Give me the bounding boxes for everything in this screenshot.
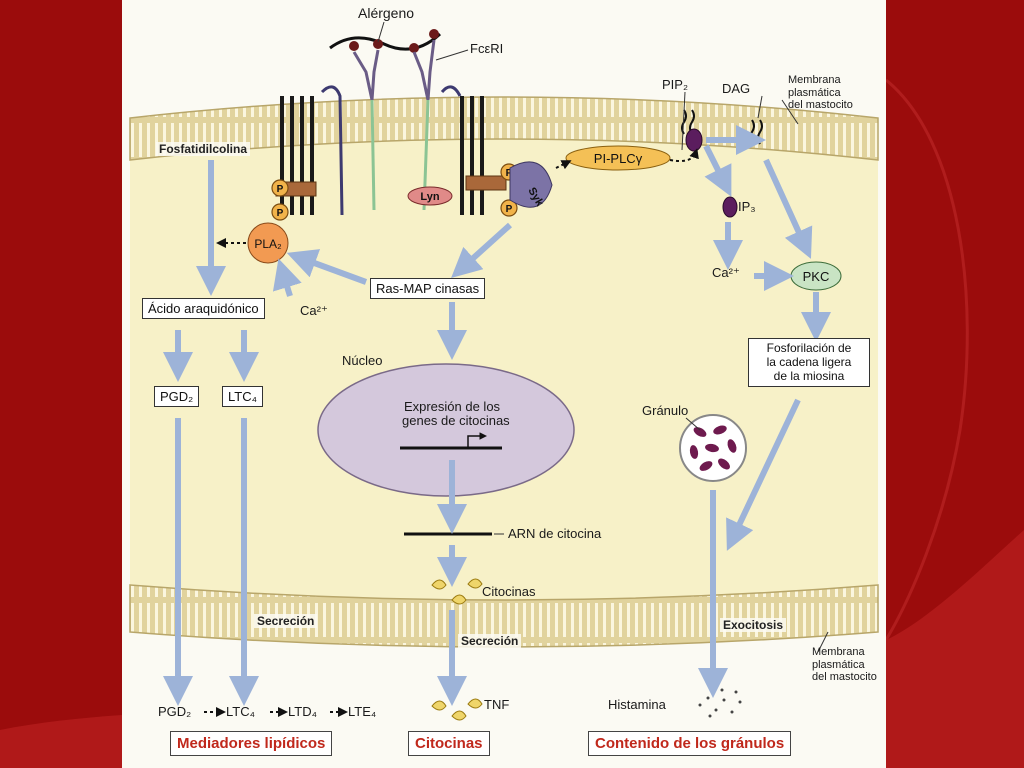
pgd2-box: PGD₂ xyxy=(154,386,200,407)
tnf-label: TNF xyxy=(484,697,510,712)
itam-block-right xyxy=(465,175,507,191)
membrane-top-line-2: plasmática xyxy=(788,86,841,99)
ip3-icon xyxy=(722,196,738,218)
svg-text:PKC: PKC xyxy=(803,269,830,284)
mediadores-lipidicos-box: Mediadores lipídicos xyxy=(170,731,333,756)
expresion-label: Expresión de los genes de citocinas xyxy=(402,399,510,429)
histamina-label: Histamina xyxy=(608,697,666,712)
ca-left-label: Ca²⁺ xyxy=(300,303,328,318)
ip3-label: IP₃ xyxy=(738,199,756,214)
citocinas-output-box: Citocinas xyxy=(408,731,490,756)
nucleo-label: Núcleo xyxy=(342,353,383,368)
ltc4-box: LTC₄ xyxy=(222,386,263,407)
pointer-lines xyxy=(377,21,829,653)
cytokine-icons xyxy=(431,578,483,721)
membrane-bottom-line-2: plasmática xyxy=(812,658,865,671)
secrecion-mid-label: Secreción xyxy=(458,634,522,648)
nucleus xyxy=(317,363,575,497)
svg-text:PI-PLCγ: PI-PLCγ xyxy=(594,151,643,166)
fosfatidilcolina-label: Fosfatidilcolina xyxy=(156,142,251,156)
lte4-output-label: LTE₄ xyxy=(348,704,377,719)
fosforilacion-box: Fosforilación de la cadena ligera de la … xyxy=(748,338,870,388)
granule-icon xyxy=(679,414,747,482)
svg-text:P: P xyxy=(506,168,513,179)
svg-text:P: P xyxy=(506,204,513,215)
phospho-p-labels: P P P P xyxy=(277,168,513,219)
bottom-membrane xyxy=(129,584,879,648)
citocinas-label: Citocinas xyxy=(482,584,536,599)
diagram-drawing: P P P P Syk Lyn PI-PLCγ PLA₂ PKC xyxy=(129,21,879,721)
arn-label: ARN de citocina xyxy=(508,526,602,541)
pla2-icon xyxy=(247,222,289,264)
syk-icon xyxy=(509,161,553,208)
ltc4-output-label: LTC₄ xyxy=(226,704,255,719)
fceri-label: FcεRI xyxy=(470,41,504,56)
acido-araquidonico-box: Ácido araquidónico xyxy=(142,298,265,319)
pgd2-output-label: PGD₂ xyxy=(158,704,192,719)
contenido-granulos-box: Contenido de los gránulos xyxy=(588,731,792,756)
granulo-label: Gránulo xyxy=(642,403,689,418)
exocitosis-label: Exocitosis xyxy=(720,618,787,632)
fosforilacion-line-1: Fosforilación de xyxy=(766,341,852,355)
ras-map-box: Ras-MAP cinasas xyxy=(370,278,486,299)
pip2-label: PIP₂ xyxy=(662,77,688,92)
fosforilacion-line-3: de la miosina xyxy=(773,368,845,383)
secrecion-left-label: Secreción xyxy=(254,614,318,628)
pathway-arrows xyxy=(163,125,831,706)
membrane-top-label: Membrana plasmática del mastocito xyxy=(788,74,853,112)
svg-text:Lyn: Lyn xyxy=(420,191,439,203)
diagram-figure: P P P P Syk Lyn PI-PLCγ PLA₂ PKC xyxy=(122,0,886,768)
allergen-icon xyxy=(329,29,442,53)
membrane-top-line-3: del mastocito xyxy=(788,99,853,112)
membrane-top-line-1: Membrana xyxy=(788,74,841,86)
dashed-arrows xyxy=(204,148,699,717)
expresion-line-2: genes de citocinas xyxy=(402,413,510,429)
svg-text:PLA₂: PLA₂ xyxy=(254,237,282,251)
membrane-bottom-line-1: Membrana xyxy=(812,646,865,658)
dag-label: DAG xyxy=(722,81,751,96)
cytoplasm xyxy=(130,119,878,600)
ca-right-label: Ca²⁺ xyxy=(712,265,740,280)
lyn-icon xyxy=(407,186,453,206)
membrane-bottom-label: Membrana plasmática del mastocito xyxy=(812,646,877,684)
allergen-label: Alérgeno xyxy=(358,5,415,21)
svg-text:P: P xyxy=(277,184,284,195)
histamine-dots xyxy=(698,688,742,718)
expresion-line-1: Expresión de los xyxy=(403,399,501,414)
svg-text:P: P xyxy=(277,208,284,219)
ltd4-output-label: LTD₄ xyxy=(288,704,317,719)
fosforilacion-line-2: la cadena ligera xyxy=(766,354,852,369)
transcription-arrow-icon xyxy=(467,432,487,448)
membrane-bottom-line-3: del mastocito xyxy=(812,671,877,684)
receptor-chains-right xyxy=(440,85,484,215)
pi-plc-icon xyxy=(565,145,671,171)
